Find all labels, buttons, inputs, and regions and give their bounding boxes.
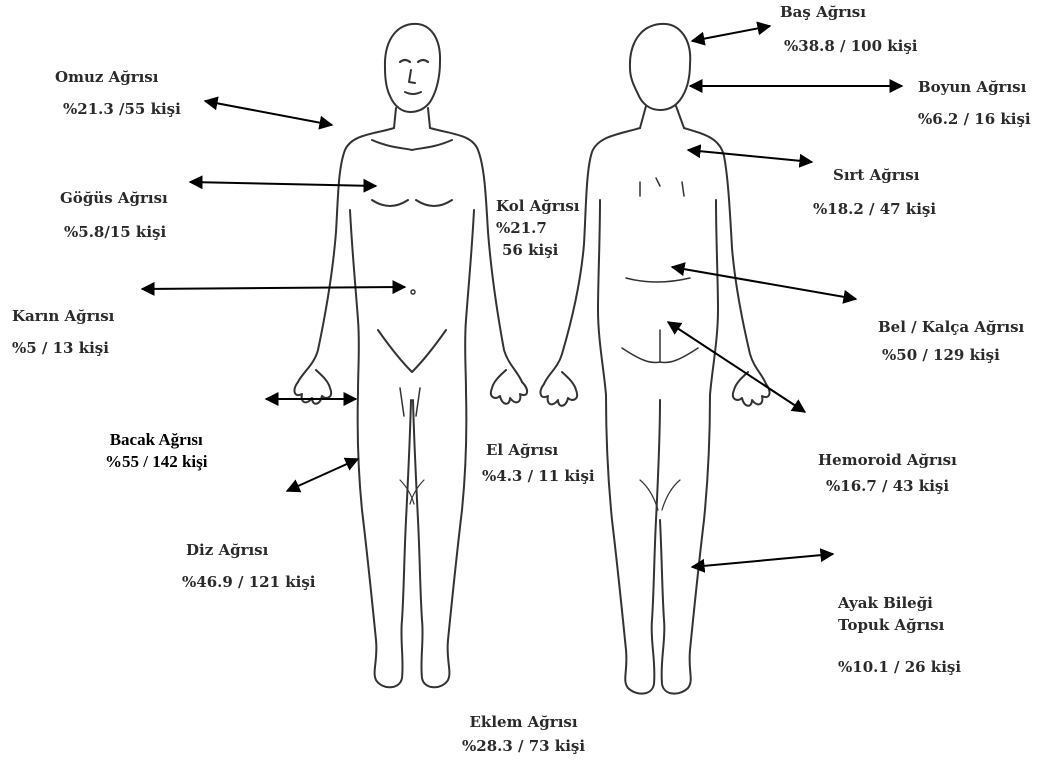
label-bas-value: %38.8 / 100 kişi	[784, 36, 917, 56]
label-el-value: %4.3 / 11 kişi	[482, 466, 595, 486]
label-ayak-value: %10.1 / 26 kişi	[838, 657, 961, 677]
label-hemoroid-title: Hemoroid Ağrısı	[818, 450, 957, 470]
label-karin-title: Karın Ağrısı	[12, 306, 114, 326]
label-omuz-title: Omuz Ağrısı	[55, 67, 181, 87]
label-boyun-title: Boyun Ağrısı	[918, 77, 1031, 97]
label-kol-title: Kol Ağrısı	[496, 196, 580, 216]
arrow-ayak	[692, 554, 833, 567]
label-kol-value: %21.7	[496, 218, 580, 238]
label-bel: Bel / Kalça Ağrısı %50 / 129 kişi	[878, 317, 1024, 365]
arrow-bel	[672, 267, 856, 299]
front-body-figure	[295, 24, 528, 687]
label-gogus-value: %5.8/15 kişi	[60, 222, 168, 242]
label-hemoroid-value: %16.7 / 43 kişi	[826, 476, 957, 496]
label-diz-title: Diz Ağrısı	[186, 540, 315, 560]
label-bas: Baş Ağrısı %38.8 / 100 kişi	[780, 2, 917, 56]
arrow-omuz	[205, 101, 332, 125]
label-diz: Diz Ağrısı %46.9 / 121 kişi	[186, 540, 315, 592]
label-gogus: Göğüs Ağrısı %5.8/15 kişi	[60, 188, 168, 242]
label-ayak-title: Ayak Bileği	[838, 593, 961, 613]
label-bas-title: Baş Ağrısı	[780, 2, 917, 22]
label-el-title: El Ağrısı	[482, 440, 595, 460]
label-sirt-title: Sırt Ağrısı	[833, 165, 936, 185]
label-karin: Karın Ağrısı %5 / 13 kişi	[12, 306, 114, 358]
label-boyun: Boyun Ağrısı %6.2 / 16 kişi	[918, 77, 1031, 129]
arrow-karin	[142, 287, 405, 289]
arrow-bacak-lower	[287, 459, 358, 491]
label-bel-title: Bel / Kalça Ağrısı	[878, 317, 1024, 337]
label-eklem-title: Eklem Ağrısı	[462, 712, 585, 732]
label-eklem-value: %28.3 / 73 kişi	[462, 736, 585, 756]
label-ayak-title2: Topuk Ağrısı	[838, 615, 961, 635]
label-boyun-value: %6.2 / 16 kişi	[918, 109, 1031, 129]
arrow-sirt	[688, 150, 812, 162]
label-kol: Kol Ağrısı %21.7 56 kişi	[496, 196, 580, 260]
label-omuz: Omuz Ağrısı %21.3 /55 kişi	[55, 67, 181, 119]
label-bel-value: %50 / 129 kişi	[882, 345, 1024, 365]
label-hemoroid: Hemoroid Ağrısı %16.7 / 43 kişi	[818, 450, 957, 496]
label-kol-value2: 56 kişi	[496, 240, 580, 260]
label-gogus-title: Göğüs Ağrısı	[60, 188, 168, 208]
arrow-bas	[692, 26, 770, 41]
label-diz-value: %46.9 / 121 kişi	[182, 572, 315, 592]
label-bacak-value: %55 / 142 kişi	[105, 452, 208, 472]
label-eklem: Eklem Ağrısı %28.3 / 73 kişi	[462, 712, 585, 756]
label-bacak-title: Bacak Ağrısı	[105, 430, 208, 450]
arrow-hemoroid	[668, 322, 805, 412]
label-bacak: Bacak Ağrısı %55 / 142 kişi	[105, 430, 208, 472]
label-el: El Ağrısı %4.3 / 11 kişi	[482, 440, 595, 486]
label-sirt-value: %18.2 / 47 kişi	[813, 199, 936, 219]
label-omuz-value: %21.3 /55 kişi	[55, 99, 181, 119]
label-ayak: Ayak Bileği Topuk Ağrısı %10.1 / 26 kişi	[838, 593, 961, 677]
back-body-figure	[541, 24, 770, 694]
label-sirt: Sırt Ağrısı %18.2 / 47 kişi	[833, 165, 936, 219]
arrow-gogus	[190, 182, 376, 186]
label-karin-value: %5 / 13 kişi	[12, 338, 114, 358]
